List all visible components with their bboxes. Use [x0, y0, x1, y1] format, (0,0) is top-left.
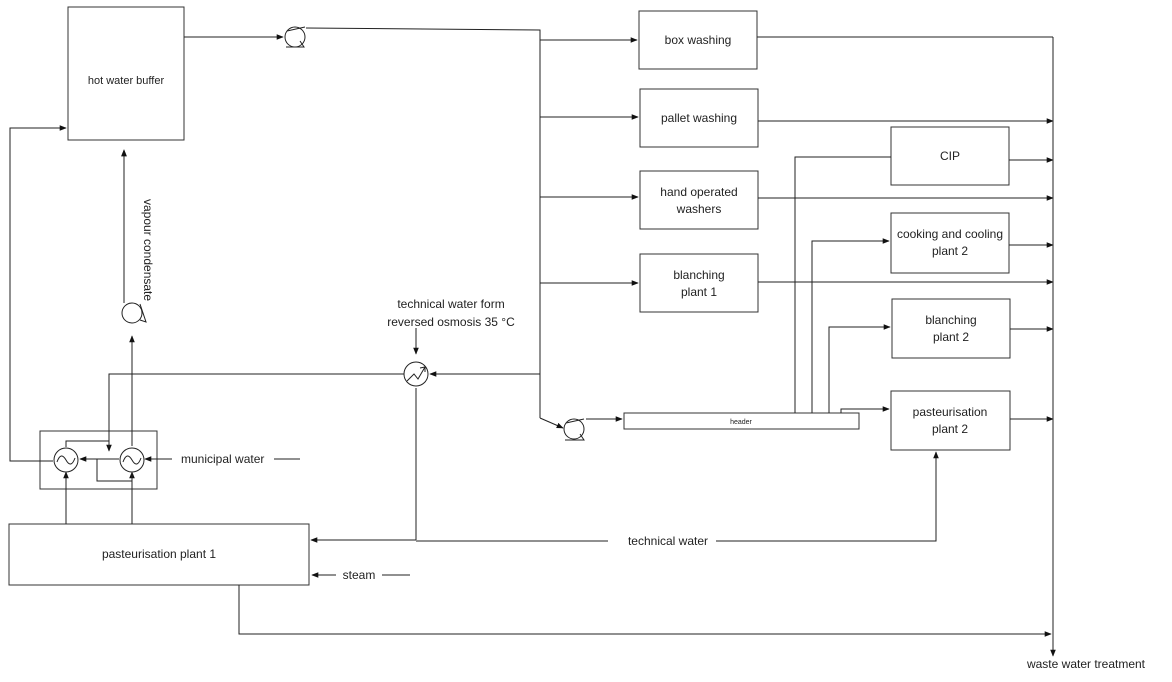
pump-icon: [563, 418, 585, 441]
header: header: [623, 412, 860, 430]
pallet-washing: pallet washing: [639, 88, 759, 148]
svg-text:blanching: blanching: [925, 313, 976, 327]
svg-text:washers: washers: [676, 202, 722, 216]
heat-exchanger-icon: [53, 447, 79, 473]
svg-text:plant 1: plant 1: [681, 285, 717, 299]
pasteurisation-plant-1: pasteurisation plant 1: [8, 523, 310, 586]
svg-text:pallet washing: pallet washing: [661, 111, 737, 125]
svg-text:box washing: box washing: [665, 33, 732, 47]
hand-operated-washers: hand operated washers: [639, 170, 759, 230]
svg-text:plant 2: plant 2: [932, 422, 968, 436]
svg-text:pasteurisation plant 1: pasteurisation plant 1: [102, 547, 216, 561]
svg-text:pasteurisation: pasteurisation: [913, 405, 988, 419]
cip: CIP: [890, 126, 1010, 186]
heat-exchanger-icon: [119, 447, 145, 473]
technical-water-label: technical water: [628, 534, 708, 548]
box-washing: box washing: [638, 10, 758, 70]
pasteurisation-plant-2: pasteurisation plant 2: [890, 390, 1011, 451]
municipal-water-label: municipal water: [181, 452, 264, 466]
blanching-plant-2: blanching plant 2: [891, 298, 1011, 359]
svg-text:hot water buffer: hot water buffer: [88, 75, 165, 87]
pump-icon: [121, 302, 147, 324]
heat-exchanger-icon: [403, 361, 429, 387]
svg-text:plant 2: plant 2: [932, 244, 968, 258]
technical-water-ro-label: technical water form: [397, 297, 504, 311]
blanching-plant-1: blanching plant 1: [639, 253, 759, 313]
svg-text:plant 2: plant 2: [933, 330, 969, 344]
waste-water-treatment-label: waste water treatment: [1026, 657, 1146, 671]
svg-text:header: header: [730, 419, 752, 426]
pump-icon: [284, 26, 306, 48]
cooking-cooling-plant-2: cooking and cooling plant 2: [890, 212, 1010, 274]
svg-text:cooking and cooling: cooking and cooling: [897, 227, 1003, 241]
svg-text:blanching: blanching: [673, 268, 724, 282]
steam-label: steam: [343, 568, 376, 582]
technical-water-ro-label: reversed osmosis 35 °C: [387, 315, 515, 329]
hot-water-buffer: hot water buffer: [67, 6, 185, 141]
vapour-condensate-label: vapour condensate: [141, 199, 155, 301]
svg-text:CIP: CIP: [940, 149, 960, 163]
svg-text:hand operated: hand operated: [660, 185, 737, 199]
